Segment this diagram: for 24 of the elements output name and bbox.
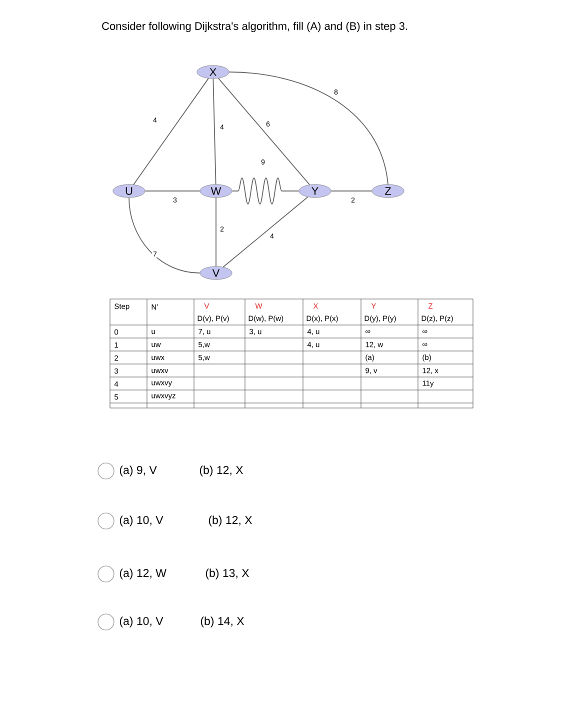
option-text: (b) 14, X [200, 616, 244, 628]
option-text: (a) 10, V [120, 516, 164, 526]
option-text: (a) 12, W [120, 568, 166, 580]
router-node: X [196, 65, 230, 79]
option-text: (b) 12, X [200, 466, 244, 476]
router-node: U [112, 184, 146, 198]
graph-edge [222, 196, 308, 268]
option-text: (a) 10, V [120, 616, 164, 628]
option-text: (b) 12, X [208, 516, 252, 526]
router-node: Z [372, 184, 404, 198]
graph-edge [218, 78, 310, 186]
graph-edge [133, 78, 209, 186]
router-node: V [200, 266, 232, 280]
router-node: Y [298, 184, 332, 198]
graph-edge [228, 72, 388, 185]
graph-edge [144, 190, 200, 192]
graph-edge [232, 178, 300, 204]
graph-edge [330, 190, 372, 192]
option-text: (a) 9, V [120, 466, 157, 476]
title: Consider following Dijkstra's algorithm, fill (A) and (B) in step 3. [102, 22, 408, 32]
router-node: W [200, 184, 232, 198]
option-text: (b) 13, X [206, 568, 250, 580]
graph-edge [128, 197, 200, 274]
graph-edge [212, 78, 216, 185]
